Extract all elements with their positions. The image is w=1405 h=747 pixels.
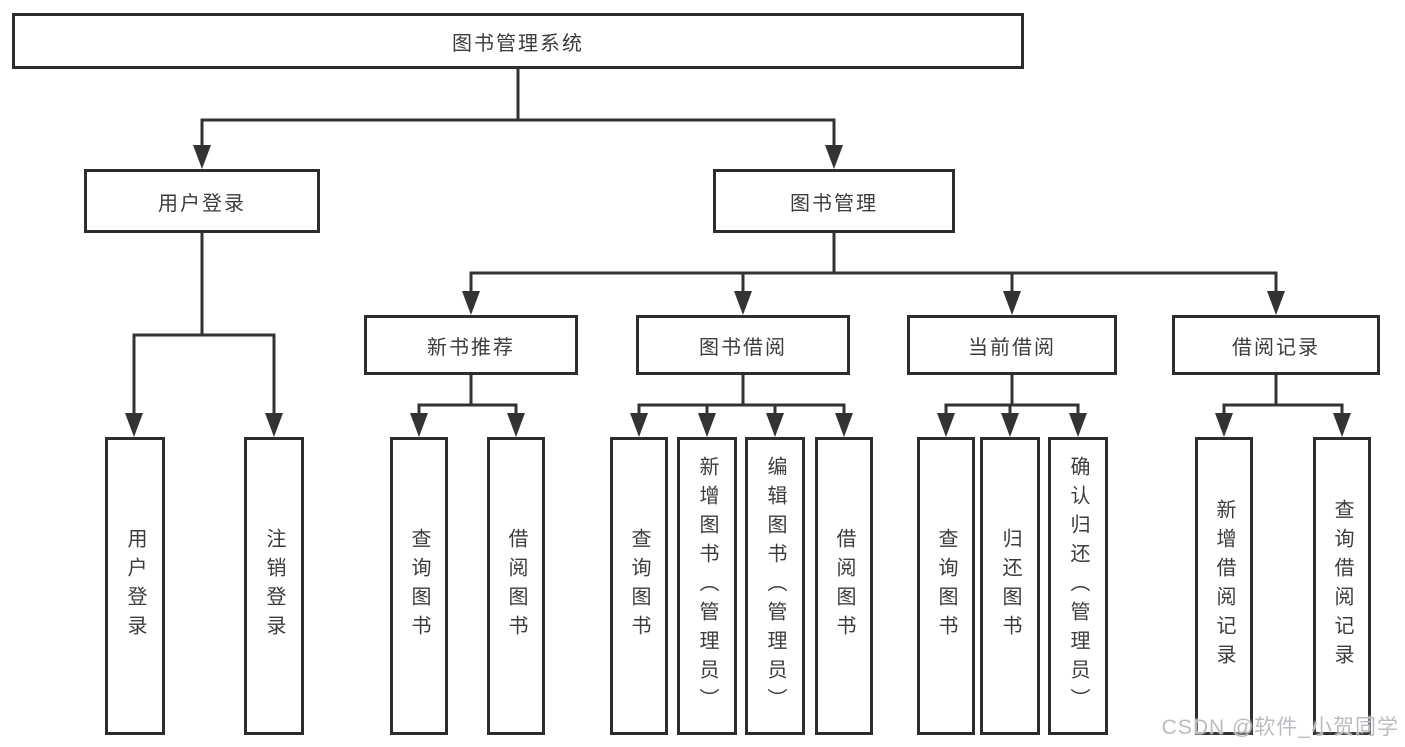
node-current-borrow: 当前借阅	[907, 315, 1117, 375]
node-borrow-books-recommend: 借阅图书	[487, 437, 545, 735]
node-query-borrow-record: 查询借阅记录	[1313, 437, 1371, 735]
node-add-borrow-record: 新增借阅记录	[1195, 437, 1253, 735]
node-return-books: 归还图书	[980, 437, 1040, 735]
node-user-login-op: 用户登录	[105, 437, 165, 735]
node-book-management: 图书管理	[713, 169, 955, 233]
node-system: 图书管理系统	[12, 13, 1024, 69]
watermark-text: CSDN @软件_小贺同学	[1161, 716, 1399, 739]
node-book-borrow: 图书借阅	[636, 315, 850, 375]
node-add-book-admin: 新增图书（管理员）	[677, 437, 737, 735]
node-query-books-recommend: 查询图书	[390, 437, 448, 735]
node-query-books-current: 查询图书	[917, 437, 975, 735]
node-query-books-borrow: 查询图书	[610, 437, 668, 735]
node-borrow-records: 借阅记录	[1172, 315, 1380, 375]
node-user-login: 用户登录	[84, 169, 320, 233]
node-logout: 注销登录	[244, 437, 304, 735]
node-confirm-return-admin: 确认归还（管理员）	[1048, 437, 1108, 735]
node-edit-book-admin: 编辑图书（管理员）	[745, 437, 805, 735]
node-borrow-books-borrow: 借阅图书	[815, 437, 873, 735]
node-new-book-recommend: 新书推荐	[364, 315, 578, 375]
